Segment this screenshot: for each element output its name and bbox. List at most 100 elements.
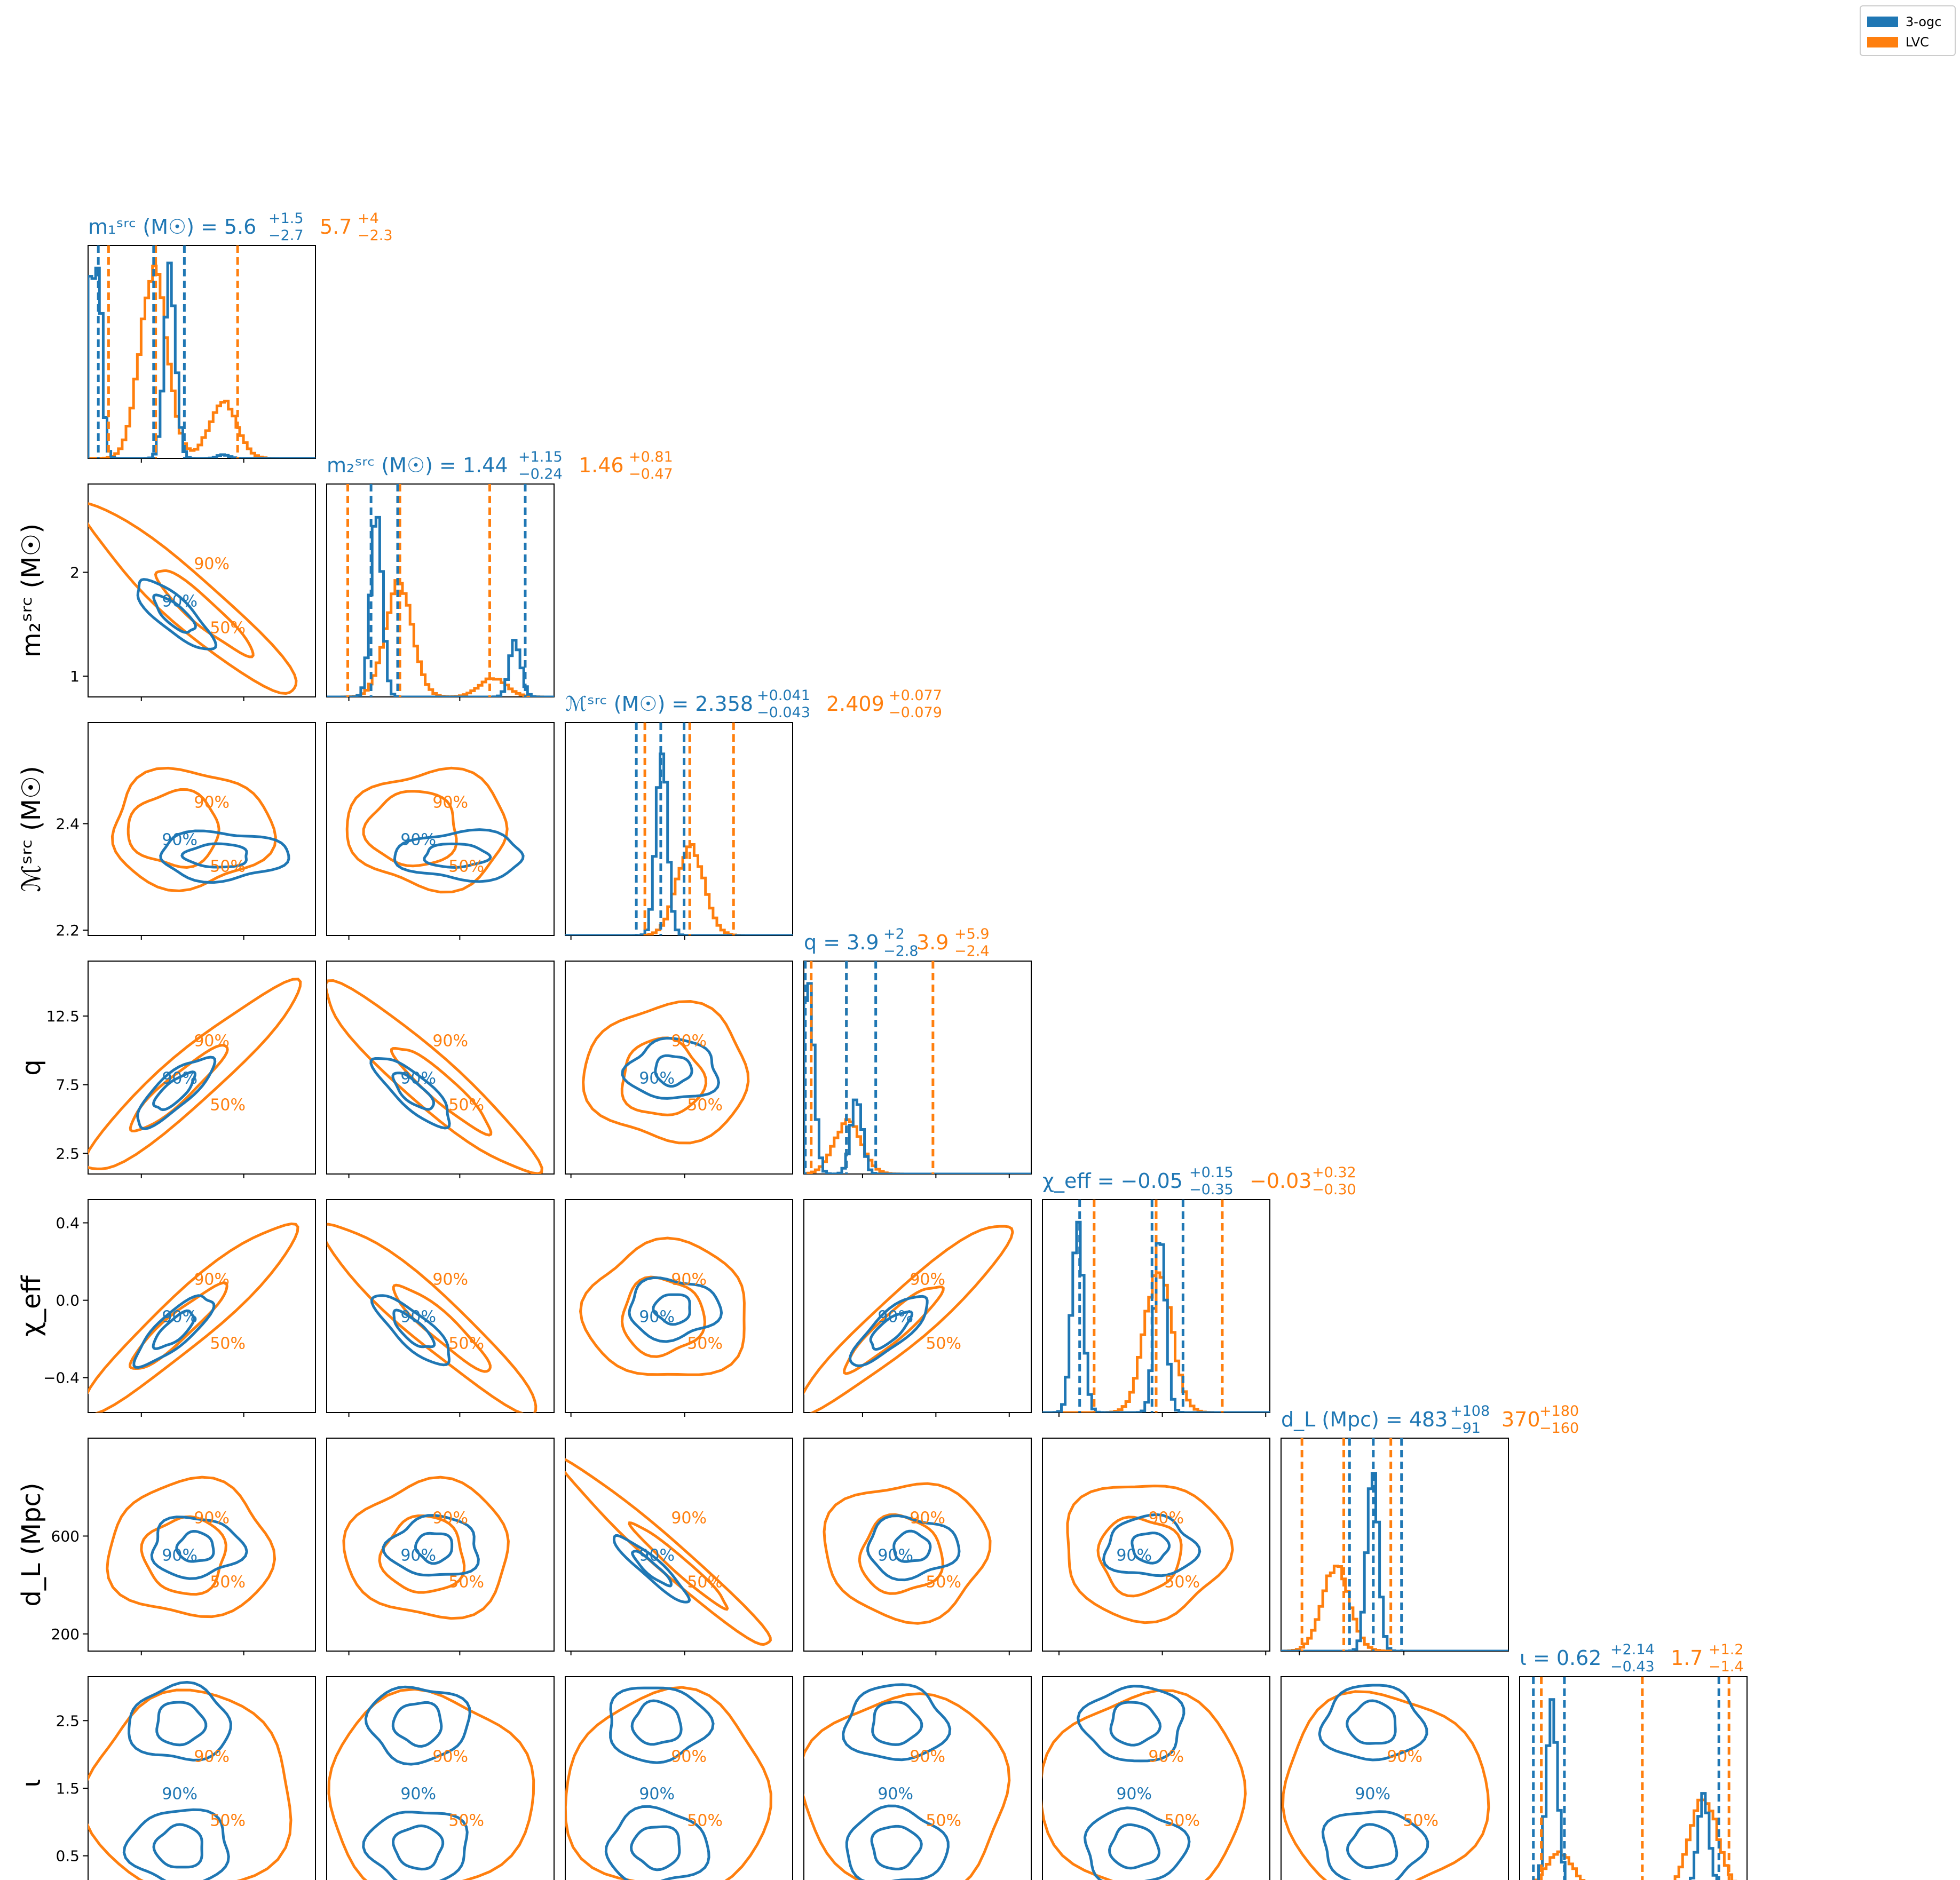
panel-m2-vs-q: 90%90%50% [326,961,555,1178]
summary-3-ogc-m1: m₁ˢʳᶜ (M☉) = 5.6 [88,215,256,239]
summary-3-ogc-m2: m₂ˢʳᶜ (M☉) = 1.44 [327,454,508,477]
y-tick-label-dL: 600 [51,1527,80,1545]
panel-frame [88,1199,316,1413]
contour-3-ogc-90-upper [1318,1684,1428,1762]
contour-lvc-90 [342,1476,510,1620]
panel-q-vs-dL: 90%90%50% [803,1438,1032,1655]
contour-label-3-ogc-90: 90% [1355,1784,1390,1803]
panel-chi_eff-vs-iota: 90%90%50%−0.50.00.5χ_eff [1042,1676,1270,1880]
contour-lvc-90 [345,766,509,894]
contour-3-ogc-90 [369,1057,451,1130]
contour-lvc-50 [390,1046,493,1137]
contour-label-lvc-90: 90% [671,1509,707,1527]
summary-lvc-minus-chi_eff: −0.30 [1312,1181,1356,1198]
contour-3-ogc-90 [370,1294,451,1367]
contour-label-lvc-50: 50% [448,1096,484,1114]
contour-label-lvc-90: 90% [194,793,230,812]
contour-3-ogc-50 [391,1072,436,1111]
contour-lvc-90 [1281,1690,1490,1880]
contour-label-lvc-90: 90% [1148,1747,1184,1766]
contour-3-ogc-90-lower [362,1811,469,1880]
contour-3-ogc-90 [849,1295,929,1368]
contour-label-3-ogc-90: 90% [162,1546,197,1565]
panel-content: 90%90%50% [804,1683,1011,1880]
contour-label-3-ogc-90: 90% [162,830,197,849]
y-axis-label-chi_eff: χ_eff [17,1275,46,1336]
contour-3-ogc-90-lower [1083,1806,1191,1880]
panel-frame [88,961,316,1175]
panel-content: 90%90%50% [804,1225,1014,1413]
summary-3-ogc-minus-dL: −91 [1450,1420,1481,1437]
y-axis-label-q: q [17,1059,46,1075]
contour-label-3-ogc-90: 90% [639,1069,675,1088]
contour-label-3-ogc-90: 90% [162,1307,197,1326]
contour-lvc-90 [579,1236,746,1376]
panel-frame [1519,1676,1748,1880]
panel-content: 90% 90% 50% [88,1222,299,1413]
panel-frame [88,1676,316,1880]
contour-label-lvc-50: 50% [448,1811,484,1830]
panel-content: 90%90%50% [565,1458,772,1646]
panel-content [1532,1677,1737,1880]
contour-label-lvc-90: 90% [194,1270,230,1289]
contour-3-ogc-50 [1131,1532,1171,1565]
contour-3-ogc-50-upper [630,1699,683,1746]
contour-label-lvc-50: 50% [210,1334,246,1353]
diag-panel-q: q = 3.9+2−2.83.9+5.9−2.4 [803,926,1032,1178]
panel-content: 90%90%50% [823,1482,992,1625]
histogram-3-ogc-m1 [88,261,315,458]
legend-item-3-ogc: 3-ogc [1867,12,1948,32]
y-axis-label-mc: ℳˢʳᶜ (M☉) [17,766,46,892]
contour-lvc-50 [128,1281,228,1370]
contour-label-lvc-50: 50% [926,1334,961,1353]
panel-content [1042,1200,1270,1413]
y-tick-label-iota: 2.5 [56,1712,80,1730]
contour-label-lvc-50: 50% [448,1334,484,1353]
contour-lvc-50 [620,1275,707,1358]
contour-3-ogc-50-upper [155,1701,208,1747]
panel-content [804,961,1031,1174]
contour-label-3-ogc-90: 90% [400,1784,436,1803]
contour-label-3-ogc-90: 90% [162,592,197,610]
contour-label-lvc-90: 90% [671,1747,707,1766]
contour-label-lvc-50: 50% [210,857,246,876]
contour-3-ogc-90 [382,1514,480,1577]
y-tick-label-chi_eff: −0.4 [43,1369,80,1387]
contour-3-ogc-50-lower [391,1824,445,1871]
histogram-3-ogc-iota [1537,1698,1718,1880]
panel-m1-vs-chi_eff: 90%90%50%−0.40.00.4χ_eff [17,1199,316,1417]
y-tick-label-m2: 2 [70,564,80,581]
contour-3-ogc-50 [892,1529,932,1563]
contour-label-lvc-90: 90% [432,1509,468,1527]
contour-label-lvc-90: 90% [194,1747,230,1766]
contour-lvc-90 [327,1223,538,1413]
panel-frame [88,722,316,936]
y-tick-label-q: 2.5 [56,1145,80,1162]
contour-label-lvc-50: 50% [210,618,246,637]
contour-label-lvc-90: 90% [910,1270,945,1289]
contour-lvc-90 [327,979,543,1174]
contour-label-lvc-50: 50% [448,857,484,876]
summary-lvc-plus-m1: +4 [358,210,379,227]
contour-3-ogc-90 [159,829,290,884]
panel-m2-vs-chi_eff: 90%90%50% [326,1199,555,1417]
summary-3-ogc-plus-dL: +108 [1450,1403,1490,1419]
panel-content: 90%90%50% [582,1000,750,1145]
histogram-lvc-m1 [88,264,315,458]
contour-lvc-90 [88,502,298,695]
y-tick-label-mc: 2.4 [56,815,80,833]
contour-lvc-90 [327,1687,535,1880]
contour-label-lvc-50: 50% [926,1573,961,1591]
panel-frame [803,961,1032,1175]
contour-lvc-90 [804,1225,1014,1413]
legend-label-lvc: LVC [1906,35,1929,50]
summary-3-ogc-q: q = 3.9 [804,931,879,954]
contour-3-ogc-50 [152,1070,196,1112]
contour-3-ogc-50 [392,1308,436,1348]
contour-label-lvc-90: 90% [194,1509,230,1527]
summary-lvc-minus-m1: −2.3 [358,227,393,244]
